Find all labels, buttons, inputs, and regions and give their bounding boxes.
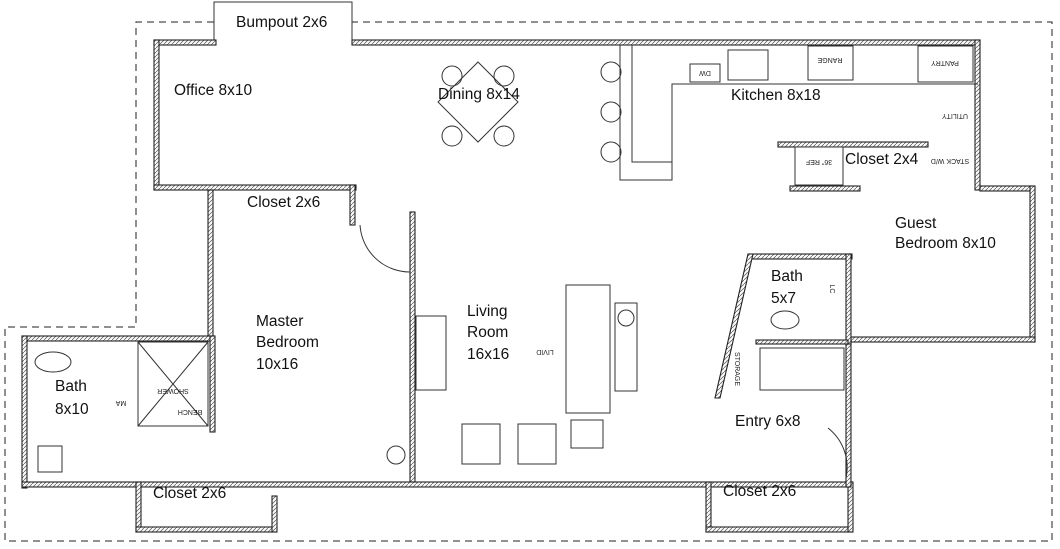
wall-guest-right bbox=[1029, 185, 1036, 343]
pantry bbox=[917, 45, 974, 83]
entry-label: Entry 6x8 bbox=[735, 413, 800, 430]
bumpout-label: Bumpout 2x6 bbox=[236, 14, 327, 31]
dw-label: DW bbox=[699, 69, 711, 76]
sofa bbox=[565, 284, 611, 414]
bumpout-outline bbox=[213, 1, 353, 44]
wall-office-bottom bbox=[153, 184, 357, 191]
wall-guest-bath-angle bbox=[714, 253, 754, 399]
wall-guest-bath-top bbox=[747, 253, 853, 260]
shower-label: SHOWER bbox=[157, 387, 189, 394]
guest-toilet bbox=[770, 310, 800, 330]
wall-guest-bottom bbox=[849, 336, 1036, 343]
living-label-3: 16x16 bbox=[467, 346, 509, 363]
closet-guest-label: Closet 2x4 bbox=[845, 151, 919, 168]
closet-bottom-left-label: Closet 2x6 bbox=[153, 485, 226, 502]
refrigerator bbox=[794, 146, 844, 186]
office-label: Office 8x10 bbox=[174, 82, 253, 99]
armchair bbox=[461, 423, 501, 465]
bar-stool bbox=[600, 141, 622, 163]
wall-closet-br-right bbox=[847, 481, 854, 533]
wall-guest-closet-top bbox=[777, 141, 929, 148]
living-label-1: Living bbox=[467, 303, 508, 320]
dining-table bbox=[437, 61, 519, 147]
tub-fixture bbox=[37, 445, 63, 473]
ottoman bbox=[570, 419, 604, 449]
entry-door bbox=[827, 427, 848, 479]
ma-label: MA bbox=[115, 399, 126, 406]
wall-closet-right bbox=[349, 184, 356, 226]
island bbox=[727, 49, 769, 81]
dishwasher bbox=[689, 63, 721, 83]
lamp bbox=[617, 309, 635, 327]
wall-guest-closet-bottom bbox=[789, 185, 861, 192]
wall-guest-bath-bottom bbox=[755, 339, 849, 345]
master-label-3: 10x16 bbox=[256, 356, 298, 373]
coffee-table bbox=[614, 302, 638, 392]
wall-bath-divider bbox=[209, 335, 216, 433]
wall-bath-top bbox=[21, 335, 215, 342]
storage-label: STORAGE bbox=[733, 352, 740, 386]
closet-office-label: Closet 2x6 bbox=[247, 194, 320, 211]
guest-bedroom-label-2: Bedroom 8x10 bbox=[895, 235, 996, 252]
bar-stool bbox=[600, 101, 622, 123]
wall-top bbox=[351, 39, 981, 46]
wall-master-left bbox=[207, 189, 214, 341]
master-label-1: Master bbox=[256, 313, 303, 330]
master-bath-label-1: Bath bbox=[55, 378, 87, 395]
pantry-label: PANTRY bbox=[931, 59, 959, 66]
kitchen-counter bbox=[619, 45, 978, 181]
wall-closet-br-bottom bbox=[705, 526, 853, 533]
bench-label: BENCH bbox=[178, 408, 203, 415]
master-door bbox=[359, 224, 411, 273]
closet-bottom-right-label: Closet 2x6 bbox=[723, 483, 796, 500]
guest-bath-label-1: Bath bbox=[771, 268, 803, 285]
tv-cabinet bbox=[415, 315, 447, 391]
wall-closet-bl-right bbox=[271, 495, 278, 533]
range-label: RANGE bbox=[817, 56, 842, 63]
wall-top-left bbox=[153, 39, 217, 46]
living-label-2: Room bbox=[467, 324, 508, 341]
guest-bedroom-label-1: Guest bbox=[895, 215, 937, 232]
toilet bbox=[34, 351, 72, 373]
utility-label: UTILITY bbox=[942, 112, 968, 119]
wall-closet-bl-bottom bbox=[135, 526, 277, 533]
lc-label: LC bbox=[828, 285, 835, 294]
wall-office-left bbox=[153, 39, 160, 191]
ref-label: 36" REF bbox=[806, 158, 832, 165]
wall-kitchen-right bbox=[974, 39, 981, 191]
armchair bbox=[517, 423, 557, 465]
wall-guest-bath-right bbox=[845, 253, 852, 345]
guest-bath-label-2: 5x7 bbox=[771, 290, 796, 307]
range bbox=[807, 45, 854, 81]
wall-bath-left bbox=[21, 335, 28, 489]
bathtub bbox=[759, 347, 845, 391]
side-lamp bbox=[386, 445, 406, 465]
wall-closet-br-left bbox=[705, 481, 712, 533]
master-label-2: Bedroom bbox=[256, 334, 319, 351]
kitchen-label: Kitchen 8x18 bbox=[731, 87, 821, 104]
dining-label: Dining 8x14 bbox=[438, 86, 520, 103]
wall-closet-bl-left bbox=[135, 481, 142, 533]
master-bath-label-2: 8x10 bbox=[55, 401, 89, 418]
wall-living-left bbox=[409, 211, 416, 483]
tv-living-label: LIVID bbox=[536, 348, 554, 355]
wall-guest-top bbox=[979, 185, 1033, 192]
stack-label: STACK W/D bbox=[931, 157, 969, 164]
bar-stool bbox=[600, 61, 622, 83]
